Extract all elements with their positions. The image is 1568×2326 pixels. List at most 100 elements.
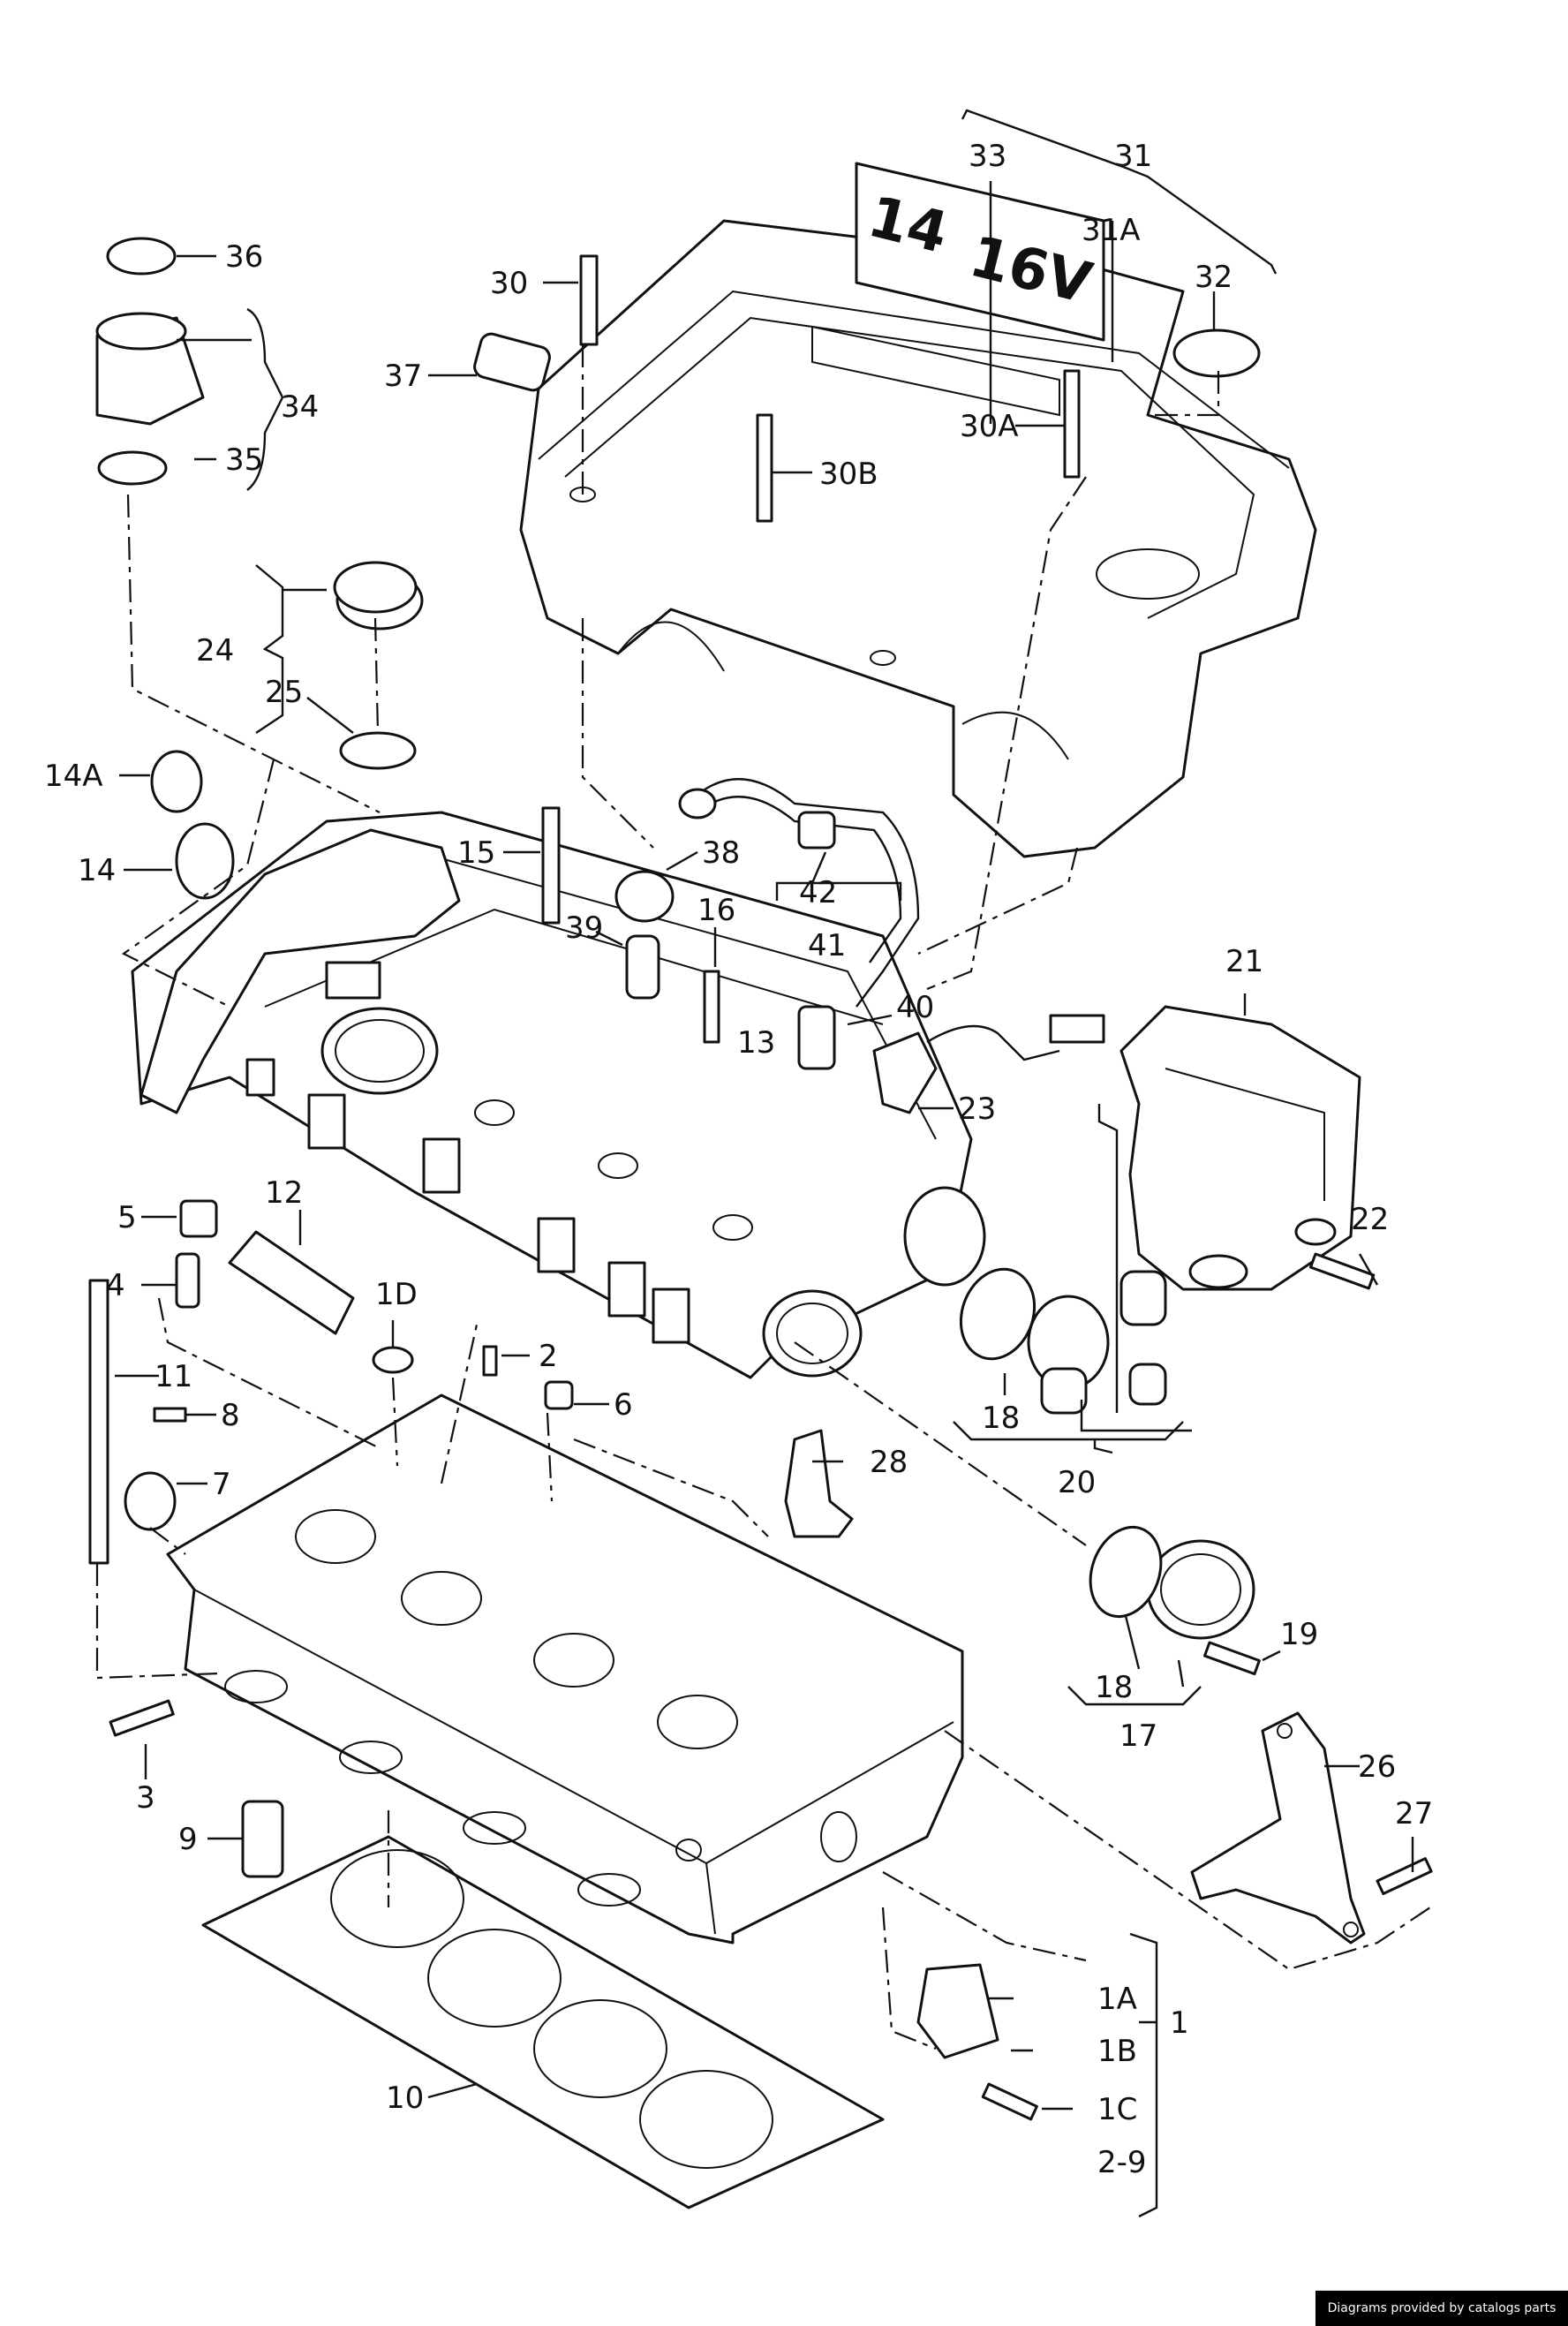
plug-7 bbox=[124, 1471, 177, 1531]
callout-37: 37 bbox=[384, 359, 422, 394]
callout-8: 8 bbox=[221, 1398, 240, 1433]
callout-14a: 14A bbox=[44, 759, 103, 794]
callout-17: 17 bbox=[1119, 1718, 1157, 1754]
callout-27: 27 bbox=[1395, 1796, 1433, 1831]
callout-14: 14 bbox=[78, 853, 116, 888]
callout-24: 24 bbox=[196, 633, 234, 668]
callout-23: 23 bbox=[958, 1091, 996, 1127]
callout-1d: 1D bbox=[375, 1277, 418, 1312]
stud-30b bbox=[756, 413, 773, 523]
callout-19: 19 bbox=[1280, 1617, 1318, 1652]
callout-40: 40 bbox=[896, 990, 934, 1025]
callout-5: 5 bbox=[117, 1200, 137, 1235]
callout-11: 11 bbox=[155, 1359, 192, 1394]
dashed-assembly-lines bbox=[95, 344, 1431, 2050]
callout-labels: 36 34 35 37 30 33 31 31A 32 30A 30B 24 2… bbox=[44, 139, 1433, 2180]
bolt-16 bbox=[703, 970, 720, 1044]
filler-neck-34 bbox=[95, 237, 205, 486]
bolt-11 bbox=[88, 1279, 109, 1565]
sleeve-9 bbox=[241, 1800, 284, 1878]
callout-16: 16 bbox=[697, 893, 735, 928]
pin-8 bbox=[153, 1407, 187, 1423]
bolt-19 bbox=[1203, 1641, 1261, 1676]
callout-26: 26 bbox=[1358, 1749, 1396, 1785]
gasket-25 bbox=[339, 731, 417, 770]
bolt-27 bbox=[1376, 1857, 1433, 1896]
callout-38: 38 bbox=[702, 835, 740, 871]
cylinder-head bbox=[166, 1393, 964, 1945]
o-ring-18-lower bbox=[1089, 1525, 1163, 1619]
callout-7: 7 bbox=[212, 1467, 231, 1502]
leader-lines bbox=[115, 109, 1414, 2218]
plug-6 bbox=[544, 1380, 574, 1410]
callout-3: 3 bbox=[136, 1780, 155, 1816]
callout-32: 32 bbox=[1195, 260, 1233, 295]
callout-31: 31 bbox=[1114, 139, 1152, 174]
lifting-bracket-26 bbox=[1190, 1711, 1366, 1945]
callout-1c: 1C bbox=[1097, 2092, 1137, 2127]
seal-14a bbox=[150, 750, 203, 813]
bolt-22 bbox=[1309, 1252, 1376, 1290]
bracket-28 bbox=[784, 1429, 854, 1538]
callout-1a: 1A bbox=[1097, 1982, 1137, 2017]
callout-15: 15 bbox=[457, 835, 495, 871]
grommet-38 bbox=[614, 870, 675, 923]
callout-1: 1 bbox=[1170, 2005, 1189, 2041]
callout-9: 9 bbox=[178, 1822, 198, 1857]
timing-cover bbox=[139, 828, 461, 1114]
cover-plate-1b bbox=[916, 1963, 999, 2059]
oil-filler-cap bbox=[333, 561, 424, 631]
sensor-40 bbox=[797, 1005, 836, 1070]
sensor-23 bbox=[872, 1014, 1105, 1114]
callout-39: 39 bbox=[565, 910, 603, 946]
callout-2: 2 bbox=[539, 1339, 558, 1374]
callout-36: 36 bbox=[225, 239, 263, 275]
callout-12: 12 bbox=[265, 1175, 303, 1211]
callout-30a: 30A bbox=[960, 409, 1019, 444]
stud-3 bbox=[109, 1699, 175, 1737]
callout-2-9: 2-9 bbox=[1097, 2145, 1147, 2180]
egr-flange bbox=[1027, 1270, 1167, 1415]
plug-5 bbox=[179, 1199, 218, 1238]
engine-cover: 14 16V bbox=[519, 162, 1317, 858]
callout-31a: 31A bbox=[1082, 213, 1141, 248]
seal-32 bbox=[1172, 329, 1261, 378]
callout-34: 34 bbox=[281, 389, 319, 425]
callout-6: 6 bbox=[614, 1387, 633, 1423]
cover-plate-17 bbox=[1146, 1539, 1255, 1640]
callout-42: 42 bbox=[799, 875, 837, 910]
callout-21: 21 bbox=[1225, 944, 1263, 979]
callout-35: 35 bbox=[225, 442, 263, 478]
bolt-15 bbox=[541, 806, 561, 925]
callout-18-upper: 18 bbox=[982, 1401, 1020, 1436]
o-ring-18-upper bbox=[959, 1267, 1037, 1361]
tube-12 bbox=[228, 1230, 355, 1335]
callout-18-lower: 18 bbox=[1095, 1670, 1133, 1705]
callout-33: 33 bbox=[969, 139, 1006, 174]
callout-30: 30 bbox=[490, 266, 528, 301]
bolt-1c bbox=[981, 2082, 1038, 2121]
cylinder-head-cover bbox=[131, 811, 986, 1379]
sleeve-4 bbox=[175, 1252, 200, 1309]
plug-39 bbox=[625, 934, 660, 1000]
bolt-30a bbox=[1063, 369, 1081, 479]
bolt-30 bbox=[579, 254, 599, 346]
seal-14 bbox=[175, 822, 235, 900]
vent-hose-41 bbox=[678, 778, 920, 1008]
clip-42 bbox=[797, 811, 836, 850]
callout-41: 41 bbox=[808, 928, 846, 963]
callout-20: 20 bbox=[1058, 1465, 1096, 1500]
callout-13: 13 bbox=[737, 1025, 775, 1061]
breather-hose bbox=[473, 332, 551, 392]
dowel-2 bbox=[482, 1345, 498, 1377]
callout-1b: 1B bbox=[1097, 2034, 1137, 2069]
callout-25: 25 bbox=[265, 675, 303, 710]
callout-10: 10 bbox=[386, 2081, 424, 2116]
throttle-housing bbox=[1119, 1005, 1361, 1291]
credit-banner: Diagrams provided by catalogs parts bbox=[1315, 2291, 1568, 2326]
seal-1d bbox=[372, 1346, 414, 1374]
callout-28: 28 bbox=[870, 1445, 908, 1480]
callout-22: 22 bbox=[1351, 1202, 1389, 1237]
callout-30b: 30B bbox=[819, 457, 878, 492]
